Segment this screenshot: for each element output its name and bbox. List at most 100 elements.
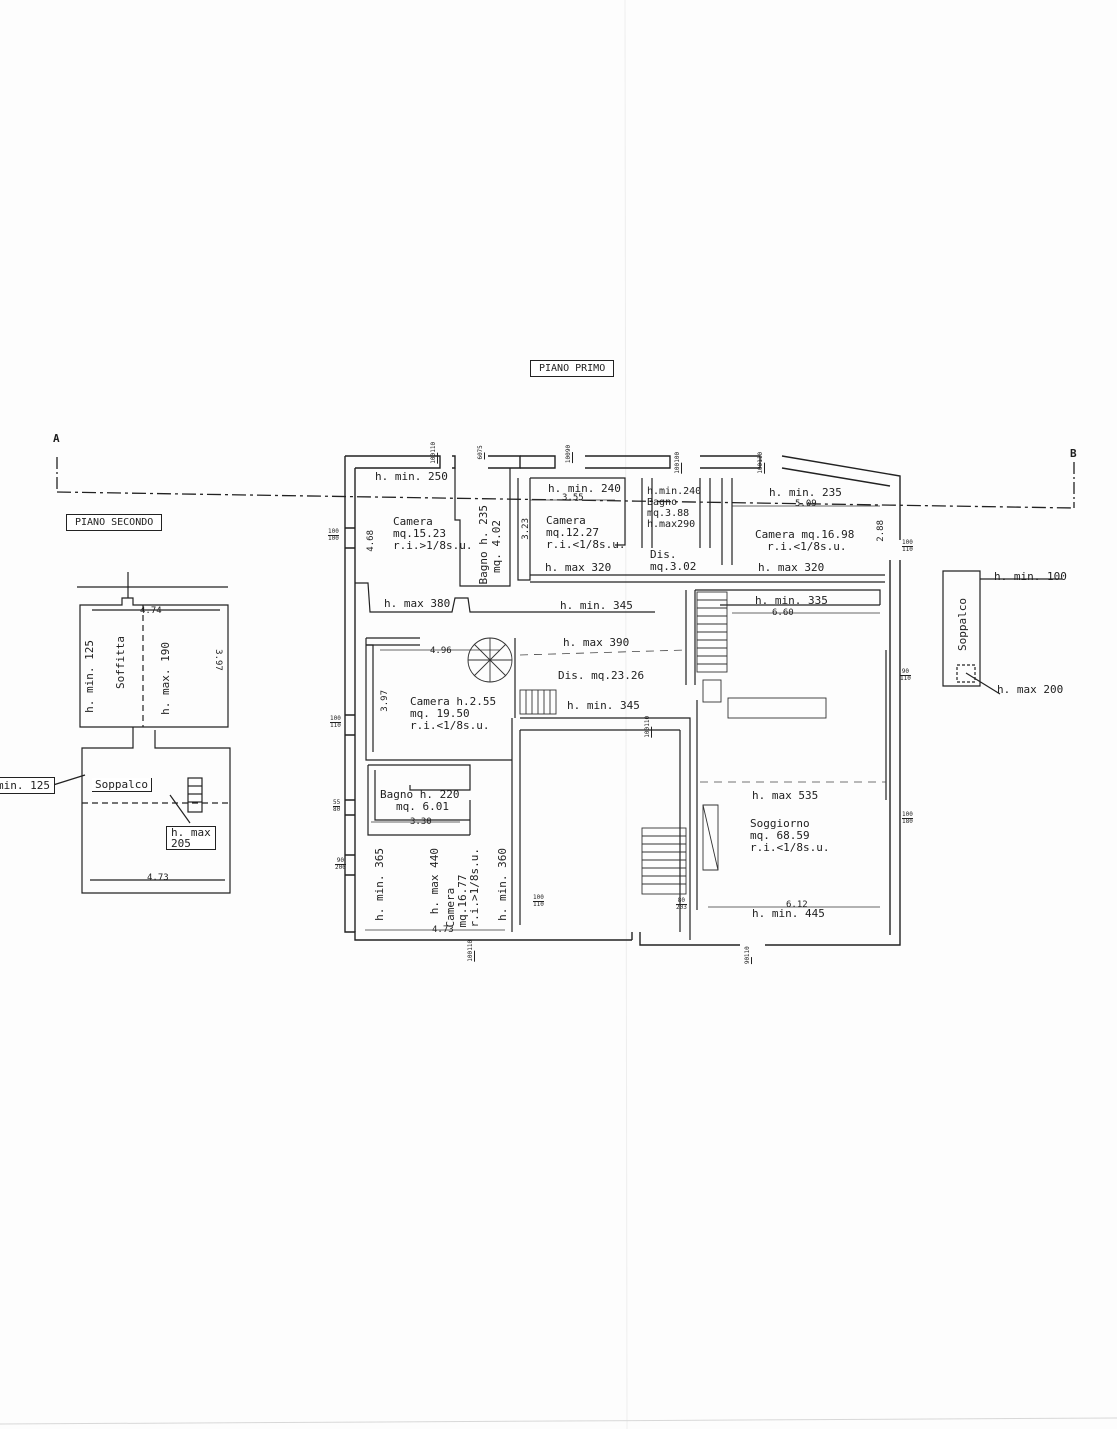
camera2-hmin: h. min. 240 <box>548 482 621 495</box>
soggiorno-hmin: h. min. 445 <box>752 907 825 920</box>
dashed-separators <box>519 649 886 783</box>
bagno1-area: mq. 4.02 <box>490 520 503 573</box>
camera1-hmin: h. min. 250 <box>375 470 448 483</box>
camera2-area: mq.12.27 <box>546 526 599 539</box>
soggiorno-area: mq. 68.59 <box>750 829 810 842</box>
dis-big-hmin: h. min. 345 <box>567 699 640 712</box>
camera3-hmin: h. min. 235 <box>769 486 842 499</box>
stairs <box>467 591 827 895</box>
camera5-label: Camera mq.16.77 r.i.>1/8s.u. <box>444 848 481 928</box>
stair-top-width: 6.60 <box>772 608 794 618</box>
section-label-b: B <box>1070 447 1077 460</box>
stair-top-hmin: h. min. 335 <box>755 594 828 607</box>
camera4-depth: 3.97 <box>380 690 390 712</box>
bagno3-area: mq. 6.01 <box>396 800 449 813</box>
soggiorno-name: Soggiorno <box>750 817 810 830</box>
soppalco-left-hmax-value: 205 <box>171 837 191 850</box>
second-floor-walls <box>49 570 1062 894</box>
soggiorno-label: Soggiorno mq. 68.59 r.i.<1/8s.u. <box>750 818 829 854</box>
camera1-area: mq.15.23 <box>393 527 446 540</box>
bagno1-name: Bagno h. 235 <box>477 505 490 585</box>
camera2-depth: 3.23 <box>521 518 531 540</box>
bagno2-label: h.min.240 Bagno mq.3.88 h.max290 <box>647 486 701 530</box>
camera5-width: 4.73 <box>432 925 454 935</box>
soppalco-left-width: 4.73 <box>147 873 169 883</box>
camera4-ratio: r.i.<1/8s.u. <box>410 719 490 732</box>
camera2-name: Camera <box>546 514 586 527</box>
soffitta-depth: 3.97 <box>212 649 223 671</box>
soppalco-left-hmax-label: h. max <box>171 826 211 839</box>
soggiorno-hmax: h. max 535 <box>752 789 819 802</box>
camera5-hmin2: h. min. 360 <box>496 848 509 921</box>
camera2-hmax: h. max 320 <box>545 561 612 574</box>
bagno3-name: Bagno h. 220 <box>380 788 460 801</box>
camera5-hmax: h. max 440 <box>428 848 441 915</box>
dis-big-hmax: h. max 390 <box>563 636 630 649</box>
soppalco-right-hmin: h. min. 100 <box>994 570 1067 583</box>
paper-fold <box>624 0 628 1429</box>
camera1-name: Camera <box>393 515 433 528</box>
camera3-hmax: h. max 320 <box>758 561 825 574</box>
soggiorno-ratio: r.i.<1/8s.u. <box>750 841 830 854</box>
interior-walls <box>355 468 887 940</box>
dis-small-name: Dis. <box>650 548 677 561</box>
soffitta-name: Soffitta <box>114 636 127 689</box>
soppalco-right-hmax: h. max 200 <box>997 683 1064 696</box>
bagno3-width: 3.30 <box>410 817 432 827</box>
dis-big-name: Dis. mq.23.26 <box>558 669 645 682</box>
dis-small-label: Dis. mq.3.02 <box>650 549 696 573</box>
camera3-width: 5.09 <box>795 499 817 509</box>
bagno2-name: Bagno <box>647 497 678 508</box>
camera4-name: Camera h.2.55 <box>410 695 497 708</box>
title-piano-primo: PIANO PRIMO <box>530 360 615 377</box>
camera1-label: Camera mq.15.23 r.i.>1/8s.u. <box>393 516 472 552</box>
soffitta-hmin: h. min. 125 <box>83 640 96 713</box>
exterior-walls <box>344 455 901 946</box>
camera5-ratio: r.i.>1/8s.u. <box>468 848 481 928</box>
soggiorno-width: 6.12 <box>786 900 808 910</box>
soppalco-left-hmin: min. 125 <box>0 777 55 794</box>
dimension-lines <box>365 499 880 931</box>
camera4-label: Camera h.2.55 mq. 19.50 r.i.<1/8s.u. <box>410 696 496 732</box>
section-label-a: A <box>53 432 60 445</box>
bagno2-area: mq.3.88 <box>647 508 690 519</box>
camera2-label: Camera mq.12.27 r.i.<1/8s.u. <box>546 515 625 551</box>
camera3-label: Camera mq.16.98 r.i.<1/8s.u. <box>755 529 854 553</box>
bagno2-hmin: h.min.240 <box>647 486 702 497</box>
camera5-hmin: h. min. 365 <box>373 848 386 921</box>
dis-small-area: mq.3.02 <box>650 560 697 573</box>
camera3-name: Camera mq.16.98 <box>755 528 855 541</box>
camera3-ratio: r.i.<1/8s.u. <box>767 540 847 553</box>
soffitta-width: 4.74 <box>140 606 162 616</box>
camera1-hmax: h. max 380 <box>384 597 451 610</box>
camera3-depth: 2.88 <box>876 520 886 542</box>
camera1-ratio: r.i.>1/8s.u. <box>393 539 473 552</box>
title-piano-secondo: PIANO SECONDO <box>66 514 163 531</box>
bagno3-label: Bagno h. 220 mq. 6.01 <box>380 789 459 813</box>
camera4-area: mq. 19.50 <box>410 707 470 720</box>
soffitta-hmax: h. max. 190 <box>159 642 172 715</box>
corridor-hmin: h. min. 345 <box>560 599 633 612</box>
bagno2-hmax: h.max290 <box>647 519 696 530</box>
camera2-width: 3.55 <box>562 493 584 503</box>
camera1-dim: 4.68 <box>366 530 376 552</box>
camera2-ratio: r.i.<1/8s.u. <box>546 538 626 551</box>
